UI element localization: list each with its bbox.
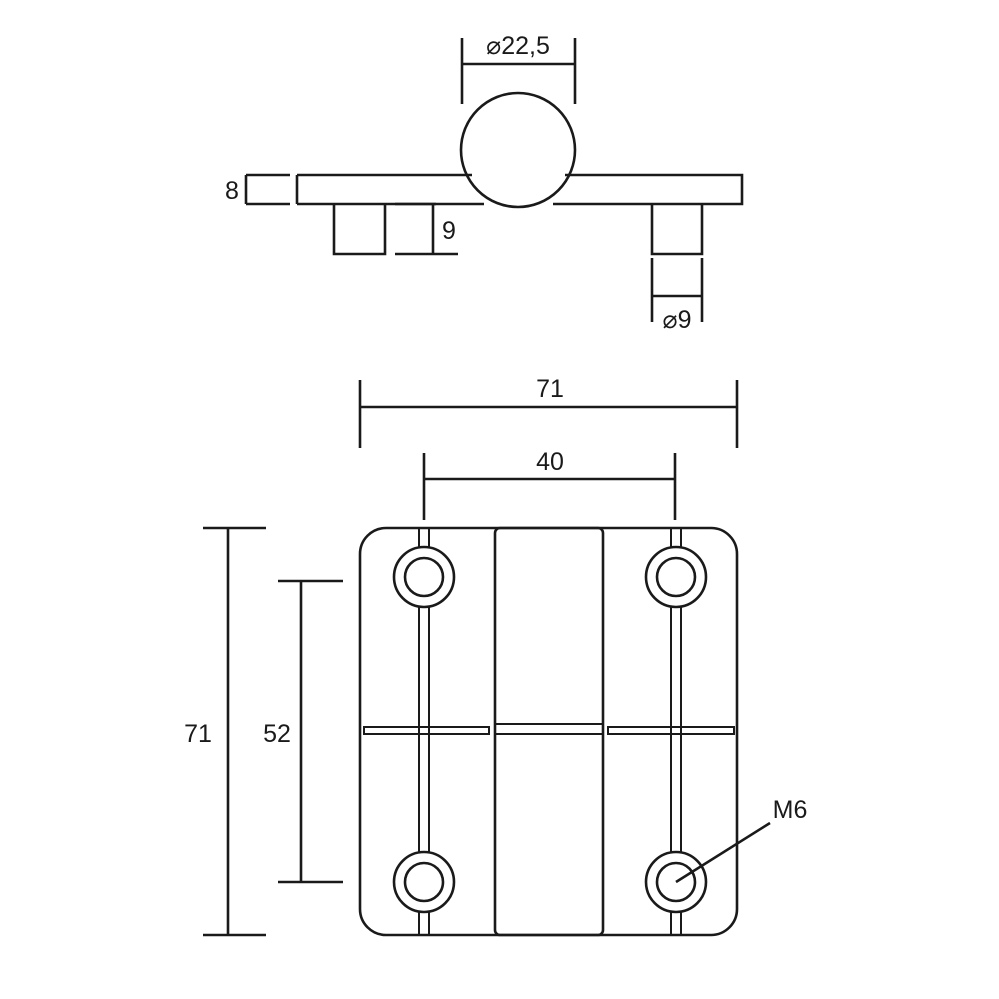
plate-thickness-dimension: 8 (225, 173, 290, 206)
mounting-hole-bottom-left (392, 850, 456, 914)
left-pin (332, 204, 387, 256)
pin-diameter-label: ⌀9 (663, 306, 692, 334)
ball (459, 91, 577, 209)
top-view: 71 40 71 52 (184, 375, 808, 937)
thread-label: M6 (773, 796, 808, 824)
ball-diameter-label: ⌀22,5 (486, 32, 550, 60)
overall-width-label: 71 (536, 375, 564, 403)
hole-spacing-width-label: 40 (536, 448, 564, 476)
pin-height-dimension: 9 (395, 202, 458, 256)
overall-height-label: 71 (184, 720, 212, 748)
side-view: ⌀22,5 8 9 ⌀9 (225, 32, 744, 334)
overall-width-dimension: 71 (358, 375, 739, 448)
hole-spacing-width-dimension: 40 (422, 448, 677, 520)
mounting-hole-top-right (644, 545, 708, 609)
hole-spacing-height-label: 52 (263, 720, 291, 748)
pin-height-label: 9 (442, 217, 456, 245)
right-pin (650, 204, 704, 256)
overall-height-dimension: 71 (184, 526, 266, 937)
plate-side (295, 173, 744, 206)
vertical-grooves (418, 528, 682, 935)
mounting-hole-top-left (392, 545, 456, 609)
plate-thickness-label: 8 (225, 177, 239, 205)
hole-spacing-height-dimension: 52 (263, 579, 343, 884)
pin-diameter-dimension: ⌀9 (650, 258, 704, 334)
ball-diameter-dimension: ⌀22,5 (460, 32, 577, 104)
thread-callout: M6 (675, 796, 808, 884)
center-recess (493, 526, 605, 937)
